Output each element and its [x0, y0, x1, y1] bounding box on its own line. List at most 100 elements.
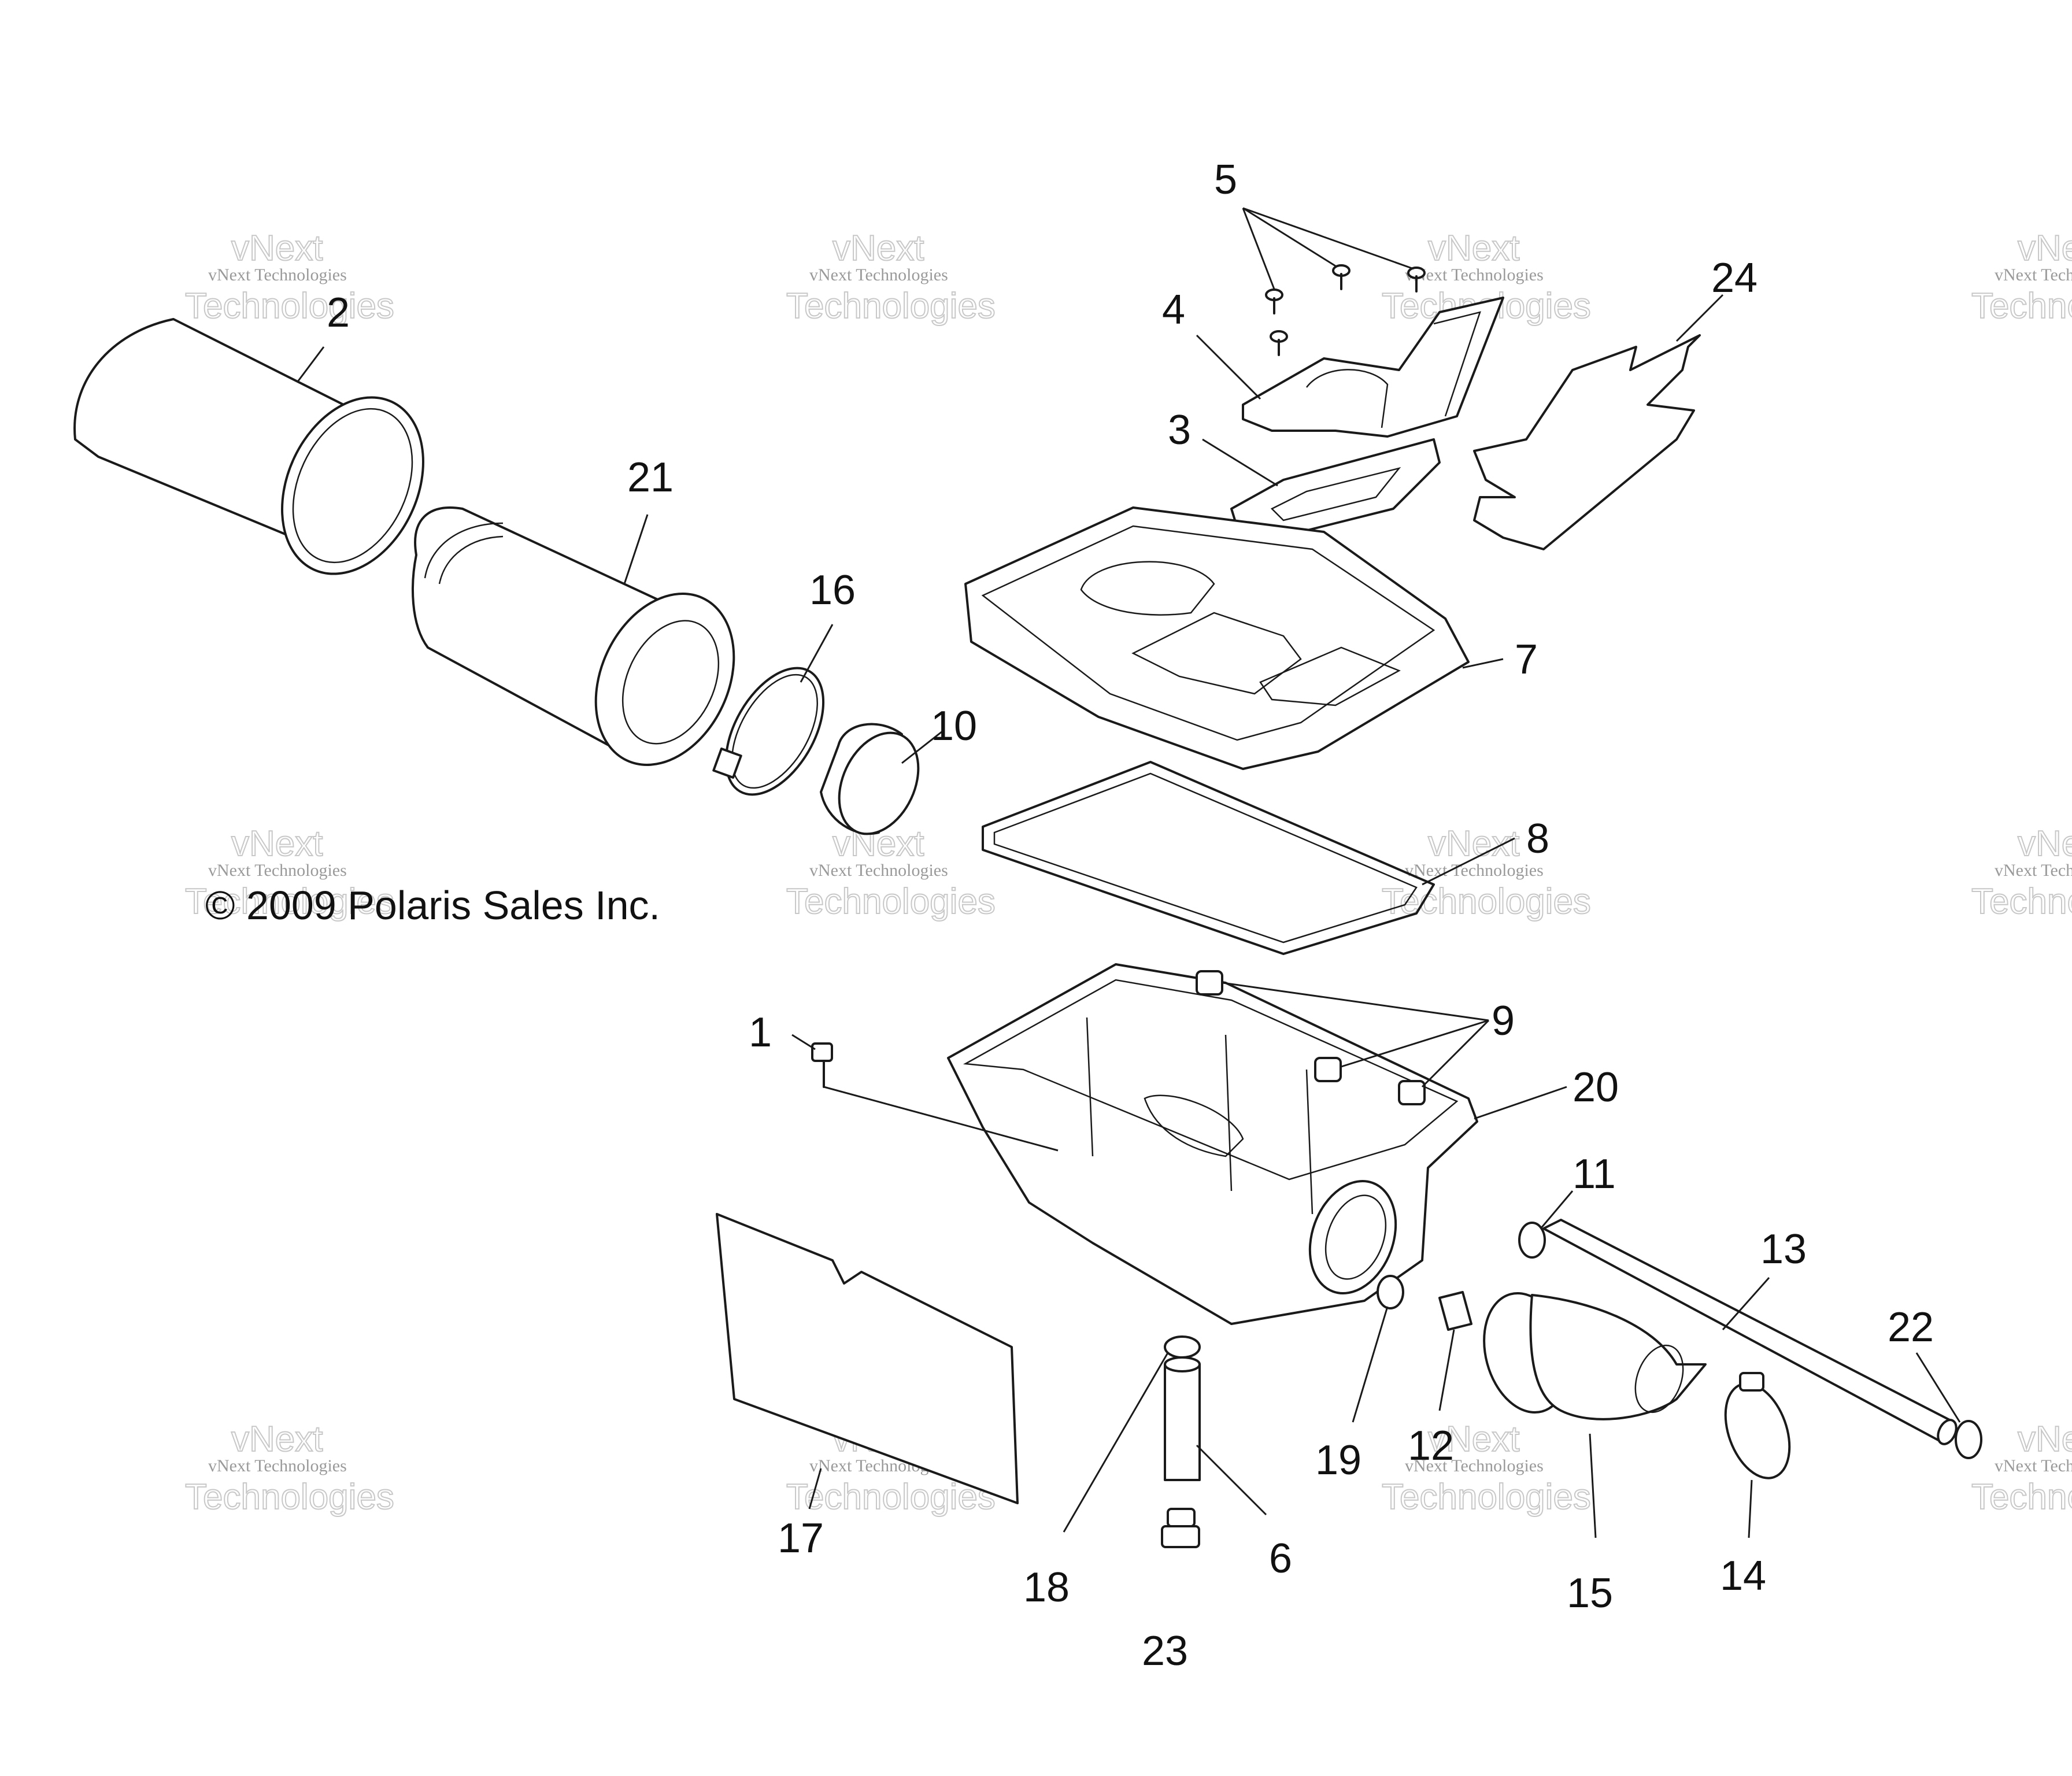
leader-9b [1341, 1019, 1489, 1068]
leader-24 [1675, 294, 1724, 342]
part-1-bolt [811, 1042, 833, 1088]
part-16-hose-clamp [712, 667, 825, 796]
leader-18 [1063, 1352, 1169, 1533]
part-10-coupler-sleeve [820, 723, 920, 835]
callout-3: 3 [1168, 407, 1191, 453]
part-18-drain-clamp [1164, 1335, 1201, 1359]
leader-12 [1438, 1329, 1455, 1411]
watermarks: vNext vNext Technologies Technologies vN… [184, 228, 2072, 1518]
part-12-plug [1438, 1291, 1472, 1331]
leader-6 [1196, 1444, 1267, 1516]
svg-text:vNext: vNext [231, 228, 323, 268]
part-21-air-filter [412, 506, 735, 766]
leader-7 [1462, 658, 1504, 669]
svg-text:Technologies: Technologies [185, 1477, 394, 1517]
part-19-grommet [1377, 1275, 1404, 1309]
svg-text:Technologies: Technologies [1971, 882, 2072, 922]
part-9-clips [1196, 970, 1426, 1105]
callout-6: 6 [1269, 1536, 1292, 1582]
part-14-clamp [1724, 1372, 1791, 1479]
leader-21 [623, 514, 649, 584]
watermark: vNext vNext Technologies Technologies [1381, 1419, 1592, 1518]
watermark: vNext vNext Technologies Technologies [1971, 228, 2072, 327]
callout-21: 21 [627, 454, 674, 501]
callout-24: 24 [1711, 255, 1758, 301]
svg-text:Technologies: Technologies [185, 286, 394, 326]
watermark: vNext vNext Technologies Technologies [184, 228, 395, 327]
part-17-panel-sheet [716, 1213, 1019, 1504]
svg-text:Technologies: Technologies [786, 882, 996, 922]
part-8-lid-gasket [982, 761, 1435, 955]
callout-20: 20 [1572, 1064, 1619, 1111]
svg-text:vNext: vNext [231, 824, 323, 864]
callouts: 1 2 3 4 5 6 7 8 9 10 11 12 13 14 15 16 1… [327, 157, 1934, 1674]
leader-3 [1202, 438, 1278, 487]
leader-8 [1422, 837, 1515, 886]
part-23-drain-valve [1161, 1508, 1200, 1548]
leader-17 [808, 1468, 822, 1509]
svg-text:Technologies: Technologies [1382, 1477, 1591, 1517]
callout-2: 2 [327, 290, 350, 336]
leader-22 [1915, 1352, 1961, 1423]
svg-text:vNext Technologies: vNext Technologies [1995, 1456, 2072, 1475]
leader-14 [1748, 1479, 1753, 1538]
callout-11: 11 [1572, 1151, 1616, 1197]
leader-5b [1242, 207, 1336, 267]
svg-text:vNext: vNext [2018, 228, 2072, 268]
part-11-small-clamp [1518, 1222, 1546, 1259]
callout-8: 8 [1526, 816, 1549, 862]
callout-9: 9 [1492, 998, 1515, 1044]
leader-9a [1222, 982, 1489, 1022]
svg-text:vNext Technologies: vNext Technologies [809, 265, 948, 284]
part-4-intake-duct [1242, 297, 1504, 438]
watermark: vNext vNext Technologies Technologies [1971, 823, 2072, 922]
svg-text:vNext Technologies: vNext Technologies [208, 861, 347, 880]
leader-10 [901, 730, 943, 764]
watermark: vNext vNext Technologies Technologies [184, 1419, 395, 1518]
watermark: vNext vNext Technologies Technologies [1381, 823, 1592, 922]
watermark: vNext vNext Technologies Technologies [184, 823, 395, 922]
svg-text:Technologies: Technologies [185, 882, 394, 922]
leader-1 [791, 1034, 816, 1050]
svg-text:vNext Technologies: vNext Technologies [1405, 1456, 1544, 1475]
svg-text:vNext: vNext [231, 1419, 323, 1459]
watermark: vNext vNext Technologies Technologies [786, 228, 996, 327]
leader-20 [1474, 1086, 1567, 1120]
callout-14: 14 [1720, 1553, 1766, 1599]
part-13-breather-tube [1542, 1219, 1958, 1445]
svg-text:vNext Technologies: vNext Technologies [208, 1456, 347, 1475]
leader-9c [1421, 1019, 1490, 1088]
part-2-prefilter-sleeve [73, 318, 424, 575]
leader-lines [297, 207, 1961, 1538]
callout-7: 7 [1515, 637, 1538, 683]
svg-text:vNext: vNext [1428, 1419, 1519, 1459]
svg-text:vNext Technologies: vNext Technologies [1995, 861, 2072, 880]
copyright-notice: © 2009 Polaris Sales Inc. [205, 883, 660, 928]
leader-15 [1589, 1433, 1597, 1538]
part-24-seal-sheet [1473, 334, 1701, 550]
callout-22: 22 [1888, 1304, 1934, 1350]
svg-text:vNext: vNext [2018, 1419, 2072, 1459]
part-15-intake-boot [1483, 1292, 1707, 1420]
leader-5c [1242, 207, 1414, 270]
callout-16: 16 [809, 567, 856, 613]
callout-12: 12 [1408, 1423, 1454, 1469]
leader-11 [1540, 1190, 1574, 1229]
svg-text:vNext: vNext [832, 228, 924, 268]
callout-1: 1 [749, 1009, 772, 1056]
leader-13 [1722, 1277, 1770, 1330]
leader-4 [1196, 334, 1261, 400]
part-22-end-clamp [1955, 1420, 1982, 1459]
svg-text:vNext: vNext [1428, 824, 1519, 864]
callout-4: 4 [1162, 287, 1185, 333]
svg-text:vNext Technologies: vNext Technologies [809, 861, 948, 880]
callout-17: 17 [778, 1515, 824, 1562]
svg-text:vNext Technologies: vNext Technologies [208, 265, 347, 284]
callout-5: 5 [1214, 157, 1237, 203]
leader-1b [823, 1086, 1059, 1152]
callout-10: 10 [931, 703, 977, 749]
svg-text:vNext Technologies: vNext Technologies [1405, 265, 1544, 284]
callout-13: 13 [1760, 1226, 1807, 1272]
callout-18: 18 [1023, 1564, 1070, 1611]
